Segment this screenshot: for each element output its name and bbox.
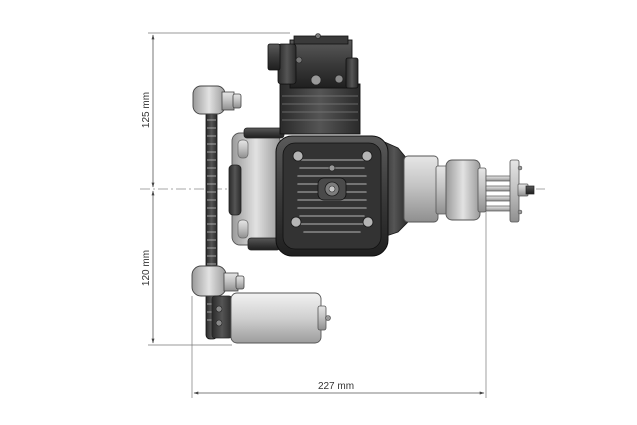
upper-height-label: 125 mm [141,92,152,128]
cylinder-fins [275,135,389,257]
crankcase [228,127,285,251]
upper-pulley [192,85,242,115]
lower-height-label: 120 mm [141,250,152,286]
front-housing [379,139,481,239]
engine [191,33,535,344]
overall-width-label: 227 mm [318,381,354,392]
dimension-lines [148,32,487,398]
cylinder-head [267,33,361,135]
prop-hub [477,159,535,223]
lower-pulley [191,265,245,339]
starter-motor [230,292,331,344]
